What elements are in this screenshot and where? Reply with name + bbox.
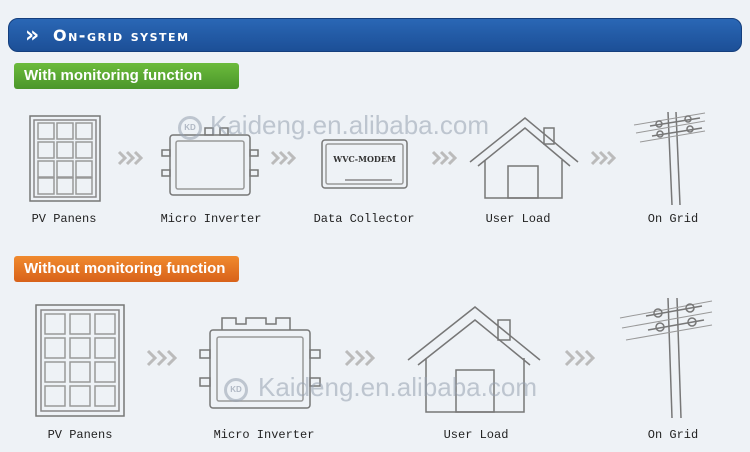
watermark-logo: KD xyxy=(178,116,202,140)
label-user-load: User Load xyxy=(485,212,551,226)
data-collector-device-text: WVC-MODEM xyxy=(333,154,396,164)
watermark-text: Kaideng.en.alibaba.com xyxy=(258,372,537,402)
watermark-text: Kaideng.en.alibaba.com xyxy=(210,110,489,140)
with-monitoring-badge: With monitoring function xyxy=(14,63,239,89)
watermark-logo: KD xyxy=(224,378,248,402)
flow-arrow-icon xyxy=(270,150,297,166)
flow-arrow-icon xyxy=(344,349,376,367)
solar-panel-icon xyxy=(35,304,125,417)
house-icon xyxy=(407,306,541,413)
flow-arrow-icon xyxy=(431,150,458,166)
solar-panel-icon xyxy=(29,115,101,202)
page-title: On-grid system xyxy=(53,26,190,45)
micro-inverter-icon xyxy=(199,317,321,409)
label-pv-panels: PV Panens xyxy=(47,428,113,442)
header-bar: » On-grid system xyxy=(8,18,742,52)
label-pv-panels: PV Panens xyxy=(31,212,97,226)
house-icon xyxy=(469,117,579,199)
label-micro-inverter: Micro Inverter xyxy=(213,428,315,442)
flow-arrow-icon xyxy=(146,349,178,367)
micro-inverter-icon xyxy=(161,127,259,196)
power-pole-icon xyxy=(619,297,713,419)
without-monitoring-badge: Without monitoring function xyxy=(14,256,239,282)
flow-arrow-icon xyxy=(117,150,144,166)
label-micro-inverter: Micro Inverter xyxy=(160,212,262,226)
label-on-grid: On Grid xyxy=(647,212,699,226)
label-data-collector: Data Collector xyxy=(313,212,415,226)
power-pole-icon xyxy=(633,111,706,206)
data-collector-icon xyxy=(321,139,408,189)
flow-arrow-icon xyxy=(590,150,617,166)
flow-arrow-icon xyxy=(564,349,596,367)
label-on-grid: On Grid xyxy=(647,428,699,442)
label-user-load: User Load xyxy=(443,428,509,442)
